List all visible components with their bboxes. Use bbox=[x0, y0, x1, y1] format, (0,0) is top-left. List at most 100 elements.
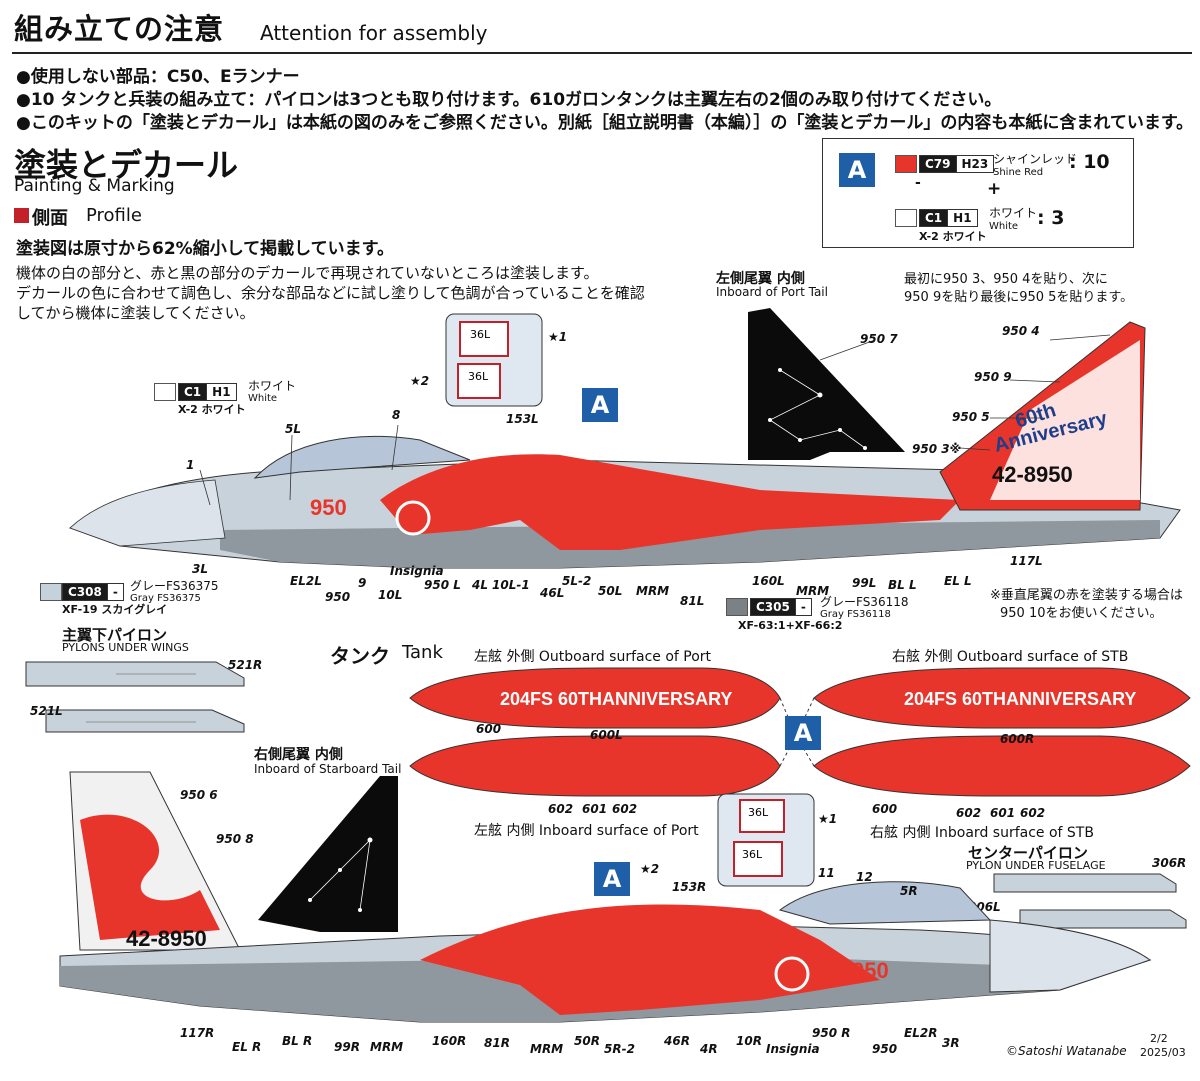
ratio-10: : 10 bbox=[1069, 151, 1110, 173]
lower-serial: 42-8950 bbox=[126, 926, 207, 951]
stb-tail-title-en: Inboard of Starboard Tail bbox=[254, 762, 402, 776]
lbl-50l: 50L bbox=[598, 584, 623, 598]
lbl-81r: 81R bbox=[484, 1036, 510, 1050]
page-title-en: Attention for assembly bbox=[260, 21, 488, 45]
code-h1: H1 bbox=[947, 210, 977, 226]
tank-stb-text: 204FS 60THANNIVERSARY bbox=[904, 689, 1136, 709]
lbl-81l: 81L bbox=[680, 594, 705, 608]
code-h23: H23 bbox=[955, 156, 994, 172]
code-c1: C1 bbox=[920, 210, 948, 226]
lbl-950-3: 950 3※ bbox=[912, 442, 962, 456]
lbl-10l: 10L bbox=[378, 588, 403, 602]
gray2-code: C305 - bbox=[750, 598, 812, 616]
tank-port-text: 204FS 60THANNIVERSARY bbox=[500, 689, 732, 709]
lbl-950-9: 950 9 bbox=[974, 370, 1012, 384]
tank-port-in: 左舷 内側 Inboard surface of Port bbox=[474, 823, 699, 839]
code-dash: - bbox=[106, 584, 123, 600]
port-tail-title: 左側尾翼 内側 bbox=[716, 271, 805, 287]
marker-a-tank: A bbox=[785, 716, 821, 750]
tank-stb-inboard bbox=[813, 735, 1191, 797]
profile-title: 側面 bbox=[32, 208, 68, 229]
wing-pylons-title-en: PYLONS UNDER WINGS bbox=[62, 641, 189, 654]
lbl-46r: 46R bbox=[664, 1034, 690, 1048]
bullet-1: ●使用しない部品：C50、Eランナー bbox=[16, 67, 300, 87]
port-tail-title-en: Inboard of Port Tail bbox=[716, 285, 828, 299]
page-title: 組み立ての注意 bbox=[14, 12, 225, 46]
page-date: 2025/03 bbox=[1140, 1046, 1186, 1059]
shine-red-name: シャインレッド bbox=[993, 152, 1078, 166]
lbl-mrm-1: MRM bbox=[636, 584, 670, 598]
code-dash: - bbox=[794, 599, 811, 615]
white-sub: X-2 ホワイト bbox=[919, 230, 987, 243]
center-pylon-r bbox=[993, 873, 1177, 893]
tail-note-1: 最初に950 3、950 4を貼り、次に bbox=[904, 272, 1108, 287]
profile-title-en: Profile bbox=[86, 205, 142, 226]
white-paint-name: ホワイト bbox=[248, 379, 297, 393]
lbl-11: 11 bbox=[818, 866, 835, 880]
vertical-note-1: ※垂直尾翼の赤を塗装する場合は bbox=[990, 588, 1183, 603]
lbl-50r: 50R bbox=[574, 1034, 600, 1048]
lbl-el2r: EL2R bbox=[904, 1026, 938, 1040]
lbl-602-b: 602 bbox=[612, 802, 638, 816]
lbl-306r: 306R bbox=[1152, 856, 1187, 870]
lbl-mrm-2: MRM bbox=[796, 584, 830, 598]
lbl-950-8: 950 8 bbox=[216, 832, 254, 846]
ratio-3: : 3 bbox=[1037, 207, 1065, 229]
lower-tail-red bbox=[80, 814, 220, 940]
lbl-5r: 5R bbox=[900, 884, 918, 898]
upper-insignia bbox=[395, 500, 431, 536]
white-swatch bbox=[895, 209, 917, 227]
paint-note-3: してから機体に塗装してください。 bbox=[16, 304, 255, 322]
upper-red-area bbox=[380, 454, 960, 550]
pylon-left bbox=[45, 709, 245, 733]
vertical-note-2: 950 10をお使いください。 bbox=[1000, 606, 1163, 621]
header-divider bbox=[12, 52, 1192, 54]
upper-canopy bbox=[253, 435, 471, 479]
shine-red-code: C79 H23 bbox=[919, 155, 995, 173]
plus-mark: + bbox=[987, 179, 1002, 199]
upper-aircraft-drawing: 42-8950 950 60th Anniversary 36L 36L bbox=[69, 308, 1181, 569]
lbl-bl-l: BL L bbox=[888, 578, 917, 592]
lower-nose bbox=[989, 919, 1152, 993]
lbl-46l: 46L bbox=[540, 586, 565, 600]
gray2-name-en: Gray FS36118 bbox=[820, 609, 891, 620]
lbl-4l: 4L bbox=[472, 578, 488, 592]
gray1-name: グレーFS36375 bbox=[130, 579, 219, 593]
shine-red-name-en: Shine Red bbox=[993, 167, 1044, 178]
lbl-600r: 600R bbox=[1000, 732, 1035, 746]
marker-a-upper: A bbox=[582, 388, 618, 422]
lbl-602-c: 602 bbox=[956, 806, 982, 820]
lbl-star1: ★1 bbox=[548, 330, 568, 344]
stb-tail-inboard bbox=[258, 776, 398, 932]
lbl-el-r: EL R bbox=[232, 1040, 262, 1054]
lbl-950-5: 950 5 bbox=[952, 410, 990, 424]
lbl-601-a: 601 bbox=[582, 802, 608, 816]
white-paint-code: C1 H1 bbox=[178, 383, 237, 401]
lower-aircraft-drawing: 42-8950 950 36L 36L bbox=[59, 771, 1152, 1023]
lbl-950r: 950 R bbox=[812, 1026, 851, 1040]
lbl-600l: 600L bbox=[590, 728, 623, 742]
lbl-insignia: Insignia bbox=[390, 564, 444, 578]
center-pylon-title-en: PYLON UNDER FUSELAGE bbox=[966, 859, 1106, 872]
lbl-600-stb: 600 bbox=[872, 802, 898, 816]
wing-pylons-title: 主翼下パイロン bbox=[62, 626, 168, 644]
marker-a: A bbox=[839, 153, 875, 187]
bullet-2: ●10 タンクと兵装の組み立て：パイロンは3つとも取り付けます。610ガロンタン… bbox=[16, 90, 1002, 110]
lbl-4r: 4R bbox=[700, 1042, 718, 1056]
lower-canopy bbox=[778, 881, 992, 925]
code-c79: C79 bbox=[920, 156, 956, 172]
gray2-sub: XF-63:1+XF-66:2 bbox=[738, 619, 843, 632]
lbl-160r: 160R bbox=[432, 1034, 467, 1048]
detail-36l-b: 36L bbox=[468, 370, 489, 383]
upper-nose bbox=[69, 479, 226, 547]
lbl-3r: 3R bbox=[942, 1036, 960, 1050]
gray1-code: C308 - bbox=[62, 583, 124, 601]
mix-color-box: A C79 H23 シャインレッド Shine Red : 10 - + C1 … bbox=[822, 138, 1134, 248]
lbl-153l: 153L bbox=[506, 412, 539, 426]
lbl-153r: 153R bbox=[672, 880, 707, 894]
tank-title-en: Tank bbox=[402, 642, 443, 663]
paint-note-2: デカールの色に合わせて調色し、余分な部品などに試し塗りして色調が合っていることを… bbox=[16, 284, 645, 302]
lbl-521r: 521R bbox=[228, 658, 263, 672]
page-number: 2/2 bbox=[1150, 1032, 1168, 1045]
gray1-sub: XF-19 スカイグレイ bbox=[62, 603, 168, 616]
